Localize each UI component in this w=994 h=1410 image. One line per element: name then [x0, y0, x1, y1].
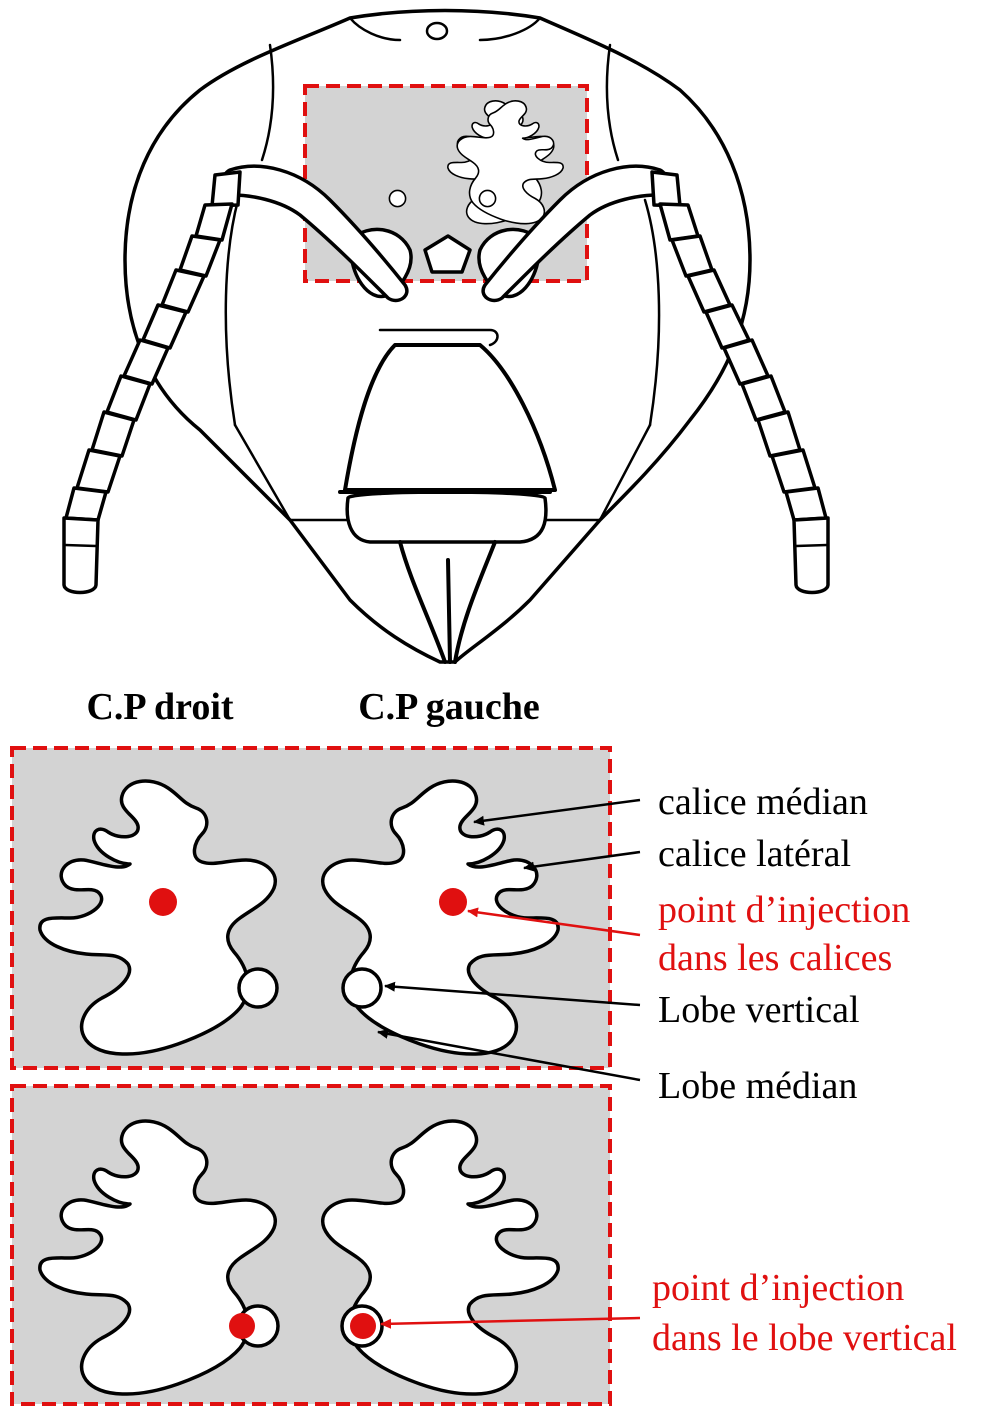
label-lobe-vertical: Lobe vertical [658, 989, 860, 1031]
header-left-brain: C.P gauche [358, 686, 540, 728]
labrum [347, 492, 546, 542]
vertical-lobe-right-brain [239, 969, 277, 1007]
label-calice-lateral: calice latéral [658, 833, 851, 875]
label-calice-median: calice médian [658, 781, 868, 823]
panel-vertical-lobe-injection: point d’injection dans le lobe vertical [12, 1086, 957, 1404]
injection-dot-calyx-right-brain [149, 888, 177, 916]
label-lobe-median: Lobe médian [658, 1065, 857, 1107]
vertical-lobe-left-brain [343, 969, 381, 1007]
header-right-brain: C.P droit [86, 686, 233, 728]
injection-dot-calyx-left-brain [439, 888, 467, 916]
injection-dot-lobe-right-brain [229, 1313, 255, 1339]
injection-dot-lobe-left-brain [350, 1313, 376, 1339]
label-injection-calices-1: point d’injection [658, 889, 910, 931]
label-injection-lobe-1: point d’injection [652, 1267, 904, 1309]
label-injection-lobe-2: dans le lobe vertical [652, 1317, 957, 1359]
mandible-center [448, 560, 450, 662]
bee-head-drawing [64, 11, 828, 663]
panel-calyx-injection: calice médian calice latéral point d’inj… [12, 748, 910, 1107]
label-injection-calices-2: dans les calices [658, 937, 892, 979]
